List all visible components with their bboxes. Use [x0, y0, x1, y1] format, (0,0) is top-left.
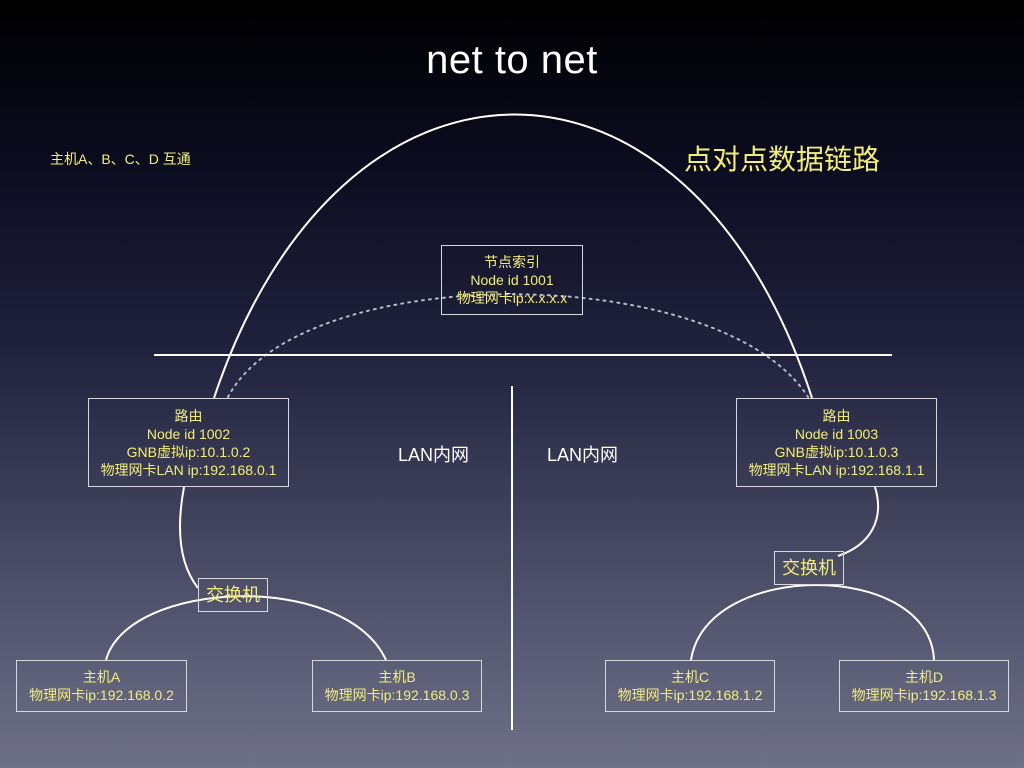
lan-label-right: LAN内网 [547, 445, 619, 465]
host-d-ip: 物理网卡ip:192.168.1.3 [851, 687, 997, 703]
router-right-virtual-ip: GNB虚拟ip:10.1.0.3 [774, 443, 899, 460]
router-left-lan-ip: 物理网卡LAN ip:192.168.0.1 [100, 461, 277, 478]
index-node-ip: 物理网卡ip:x.x.x.x [456, 290, 568, 306]
index-node-box: 节点索引 Node id 1001 物理网卡ip:x.x.x.x [441, 245, 583, 315]
link-router-right-switch [837, 486, 880, 557]
host-c-ip: 物理网卡ip:192.168.1.2 [617, 687, 763, 703]
router-left-box: 路由 Node id 1002 GNB虚拟ip:10.1.0.2 物理网卡LAN… [88, 398, 289, 487]
host-b-box: 主机B 物理网卡ip:192.168.0.3 [312, 660, 482, 712]
router-right-title: 路由 [822, 407, 851, 424]
router-right-id: Node id 1003 [794, 425, 879, 442]
host-b-ip: 物理网卡ip:192.168.0.3 [324, 687, 470, 703]
host-a-box: 主机A 物理网卡ip:192.168.0.2 [16, 660, 187, 712]
link-router-left-switch [179, 486, 199, 589]
index-node-title: 节点索引 [484, 254, 540, 270]
switch-left-box: 交换机 [198, 578, 268, 612]
router-left-title: 路由 [174, 407, 203, 424]
router-left-virtual-ip: GNB虚拟ip:10.1.0.2 [126, 443, 251, 460]
host-d-box: 主机D 物理网卡ip:192.168.1.3 [839, 660, 1009, 712]
p2p-link-label: 点对点数据链路 [684, 144, 881, 175]
interconnect-note: 主机A、B、C、D 互通 [50, 151, 191, 167]
router-left-id: Node id 1002 [146, 425, 231, 442]
host-b-title: 主机B [378, 669, 416, 685]
host-a-title: 主机A [82, 669, 121, 685]
router-right-box: 路由 Node id 1003 GNB虚拟ip:10.1.0.3 物理网卡LAN… [736, 398, 937, 487]
p2p-link-arc [213, 113, 813, 399]
host-d-title: 主机D [904, 669, 944, 685]
index-link-arc [227, 293, 809, 398]
router-right-lan-ip: 物理网卡LAN ip:192.168.1.1 [748, 461, 925, 478]
host-c-title: 主机C [670, 669, 710, 685]
page-title: net to net [426, 38, 598, 82]
host-c-box: 主机C 物理网卡ip:192.168.1.2 [605, 660, 775, 712]
switch-right-box: 交换机 [774, 551, 844, 585]
index-node-id: Node id 1001 [470, 272, 554, 288]
link-switch-left-hosts [105, 595, 387, 661]
host-a-ip: 物理网卡ip:192.168.0.2 [29, 687, 174, 703]
lan-label-left: LAN内网 [398, 445, 470, 465]
link-switch-right-hosts [690, 584, 935, 661]
